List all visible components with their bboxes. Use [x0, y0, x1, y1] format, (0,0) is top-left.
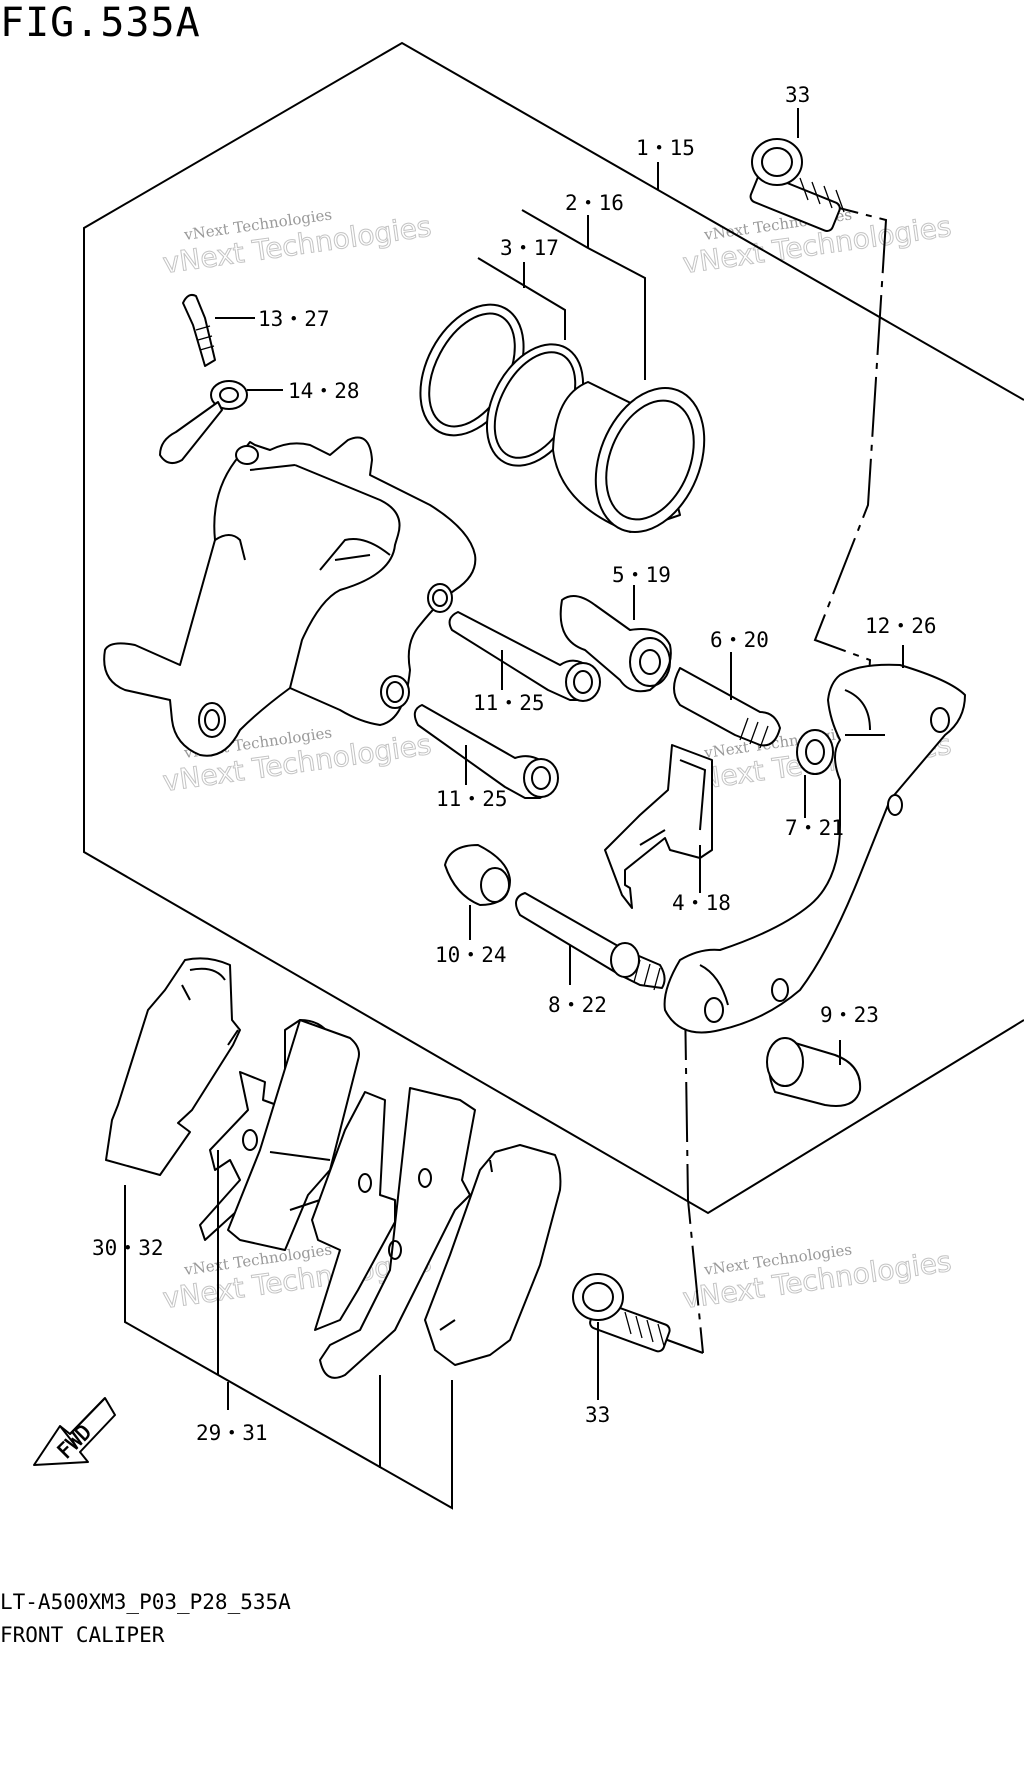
- brake-pad-outer: [105, 957, 241, 1176]
- leader-lines: [124, 108, 904, 1510]
- callout-12-26: 12・26: [865, 614, 937, 638]
- bleeder-cap: [159, 380, 248, 465]
- bracket-bushing: [766, 1037, 862, 1107]
- figure-title: FIG.535A: [0, 0, 201, 46]
- flange-bolt-top: [749, 138, 845, 232]
- callout-29-31: 29・31: [196, 1421, 268, 1445]
- forward-direction-arrow: FWD: [33, 1397, 116, 1466]
- flange-bolt-bottom: [572, 1273, 671, 1353]
- callout-11-25-upper: 11・25: [473, 691, 545, 715]
- callout-1-15: 1・15: [636, 136, 695, 160]
- callout-10-24: 10・24: [435, 943, 507, 967]
- callout-7-21: 7・21: [785, 816, 844, 840]
- pin-washer: [796, 729, 834, 775]
- pad-spring: [604, 744, 713, 909]
- callout-6-20: 6・20: [710, 628, 769, 652]
- section-name: FRONT CALIPER: [0, 1623, 165, 1647]
- callout-2-16: 2・16: [565, 191, 624, 215]
- slide-pin-bracket: [673, 667, 781, 749]
- brake-pad-inner-b: [424, 1144, 562, 1366]
- callout-5-19: 5・19: [612, 563, 671, 587]
- caliper-bracket: [663, 663, 966, 1034]
- caliper-body: [103, 436, 477, 757]
- slide-pin-lower: [413, 704, 559, 799]
- pin-boot-upper: [559, 595, 672, 693]
- callout-13-27: 13・27: [258, 307, 330, 331]
- assembly-frame: [83, 41, 1024, 1215]
- callout-9-23: 9・23: [820, 1003, 879, 1027]
- callout-8-22: 8・22: [548, 993, 607, 1017]
- callout-33-bottom: 33: [585, 1403, 610, 1427]
- callout-11-25-lower: 11・25: [436, 787, 508, 811]
- callout-30-32: 30・32: [92, 1236, 164, 1260]
- caliper-piston: [552, 381, 706, 534]
- model-code: LT-A500XM3_P03_P28_535A: [0, 1590, 291, 1614]
- bleeder-valve: [182, 293, 216, 367]
- pin-boot-lower: [444, 844, 511, 906]
- slide-pin-lower-bracket: [515, 892, 666, 991]
- callout-14-28: 14・28: [288, 379, 360, 403]
- brake-pad-shim-b: [319, 1087, 476, 1379]
- callout-labels: 33 1・15 2・16 3・17 13・27 14・28 5・19 6・20 …: [92, 83, 937, 1445]
- brake-pad-inner-a: [227, 1019, 360, 1251]
- callout-33-top: 33: [785, 83, 810, 107]
- brake-pad-shim-inner: [311, 1091, 396, 1331]
- slide-pin-upper: [448, 611, 601, 702]
- callout-3-17: 3・17: [500, 236, 559, 260]
- callout-4-18: 4・18: [672, 891, 731, 915]
